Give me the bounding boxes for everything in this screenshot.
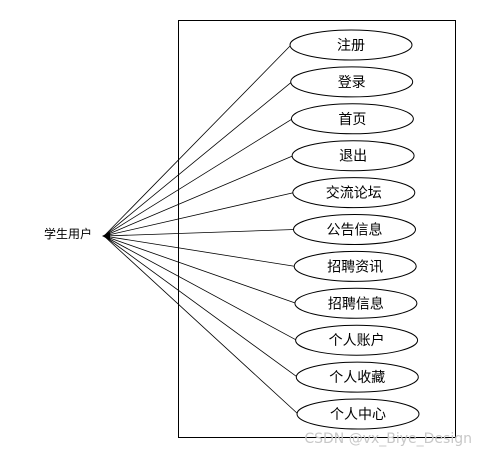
association-line: [103, 235, 299, 415]
association-line: [103, 235, 297, 341]
use-case-ellipse: [290, 66, 414, 98]
use-case-ellipse: [294, 287, 418, 319]
system-boundary: [178, 20, 456, 438]
use-case-label: 首页: [338, 112, 366, 128]
association-lines: [102, 44, 299, 415]
use-case-label: 交流论坛: [326, 185, 382, 202]
use-case-ellipse: [292, 177, 416, 209]
association-line: [103, 229, 295, 237]
use-case-label: 退出: [339, 149, 367, 165]
use-case-label: 个人收藏: [329, 370, 385, 386]
use-case-label: 公告信息: [327, 222, 383, 239]
actor-connection-point: [102, 232, 110, 240]
use-case-ellipse: [293, 250, 417, 282]
use-case-ellipse: [293, 214, 416, 245]
use-case-label: 注册: [337, 38, 365, 54]
use-case-label: 个人中心: [330, 407, 386, 423]
association-line: [103, 44, 292, 237]
use-case-ellipse: [290, 103, 414, 135]
use-case-ellipse: [289, 29, 413, 61]
use-case-label: 登录: [338, 75, 366, 91]
watermark: CSDN @vx_Biye_Design: [304, 431, 472, 447]
association-line: [103, 192, 294, 237]
use-case-label: 招聘信息: [328, 295, 384, 312]
association-line: [103, 155, 294, 237]
association-line: [103, 235, 296, 267]
association-line: [103, 118, 293, 237]
association-line: [103, 81, 292, 237]
use-case-label: 个人账户: [329, 332, 385, 349]
use-case-ellipse: [296, 398, 420, 430]
use-case-label: 招聘资讯: [327, 259, 383, 275]
use-case-ellipse: [295, 324, 419, 356]
use-case-ellipse: [295, 361, 419, 393]
association-line: [103, 235, 298, 378]
actor-label: 学生用户: [44, 226, 92, 241]
association-line: [103, 235, 297, 304]
use-case-ellipse: [291, 140, 415, 172]
